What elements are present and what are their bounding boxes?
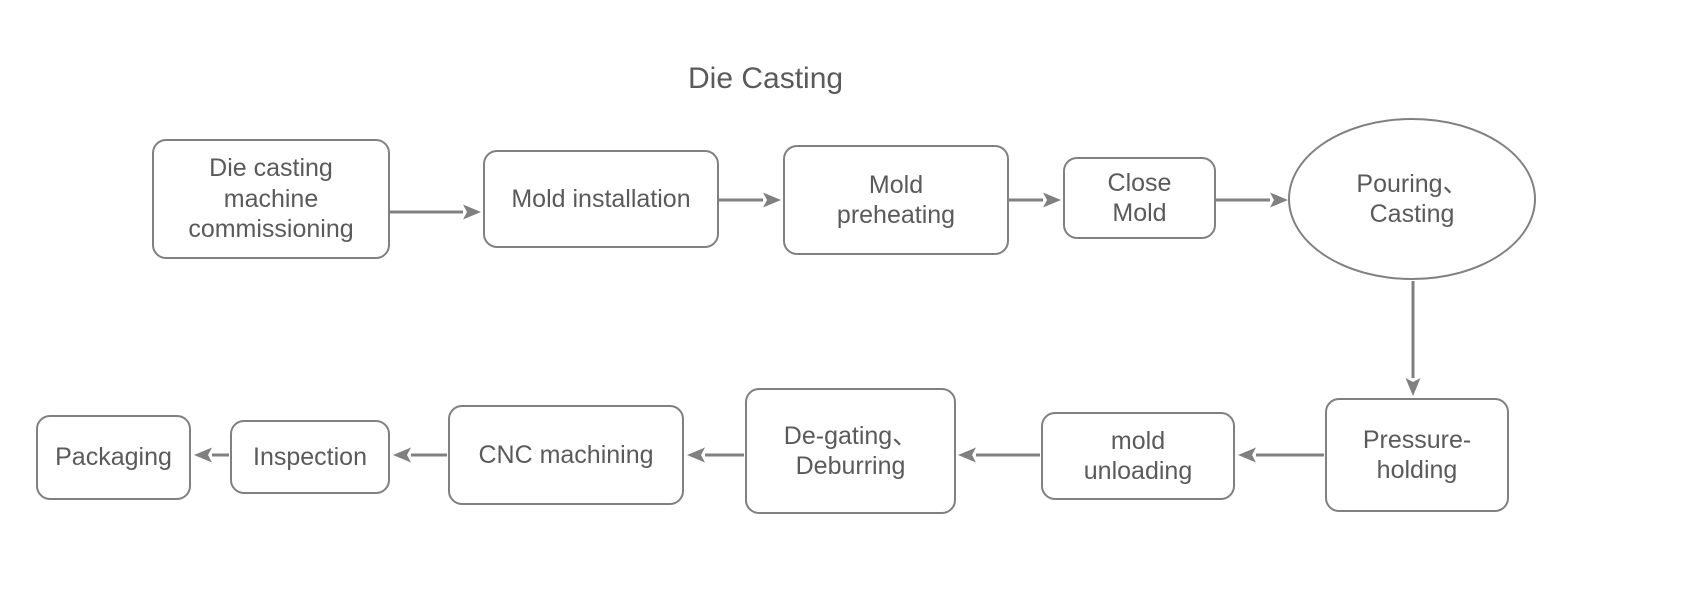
arrowhead-icon [1270,192,1288,208]
node-cnc-machining[interactable]: CNC machining [448,405,684,505]
arrowhead-icon [958,447,976,463]
node-mold-unloading[interactable]: mold unloading [1041,412,1235,500]
page-title: Die Casting [688,62,844,95]
arrowhead-icon [393,447,411,463]
node-die-casting-machine-commissioning[interactable]: Die casting machine commissioning [152,139,390,259]
edge-inspection-to-packaging [194,447,229,463]
arrowhead-icon [687,447,705,463]
edge-mold-preheating-to-close-mold [1009,192,1061,208]
arrowhead-icon [1238,447,1256,463]
node-packaging[interactable]: Packaging [36,415,191,500]
node-pouring-casting[interactable]: Pouring、 Casting [1288,118,1536,280]
arrowhead-icon [1043,192,1061,208]
arrowhead-icon [194,447,212,463]
node-pressure-holding[interactable]: Pressure- holding [1325,398,1509,512]
edge-mold-unloading-to-de-gating-deburring [958,447,1040,463]
edge-mold-installation-to-mold-preheating [719,192,781,208]
edge-close-mold-to-pouring-casting [1216,192,1288,208]
node-close-mold[interactable]: Close Mold [1063,157,1216,239]
node-inspection[interactable]: Inspection [230,420,390,494]
node-mold-installation[interactable]: Mold installation [483,150,719,248]
edge-pouring-casting-to-pressure-holding [1405,281,1421,396]
edge-de-gating-deburring-to-cnc-machining [687,447,744,463]
node-mold-preheating[interactable]: Mold preheating [783,145,1009,255]
arrowhead-icon [463,204,481,220]
edge-cnc-machining-to-inspection [393,447,447,463]
arrowhead-icon [763,192,781,208]
node-de-gating-deburring[interactable]: De-gating、 Deburring [745,388,956,514]
edge-die-casting-machine-commissioning-to-mold-installation [390,204,481,220]
edge-pressure-holding-to-mold-unloading [1238,447,1324,463]
arrowhead-icon [1405,378,1421,396]
